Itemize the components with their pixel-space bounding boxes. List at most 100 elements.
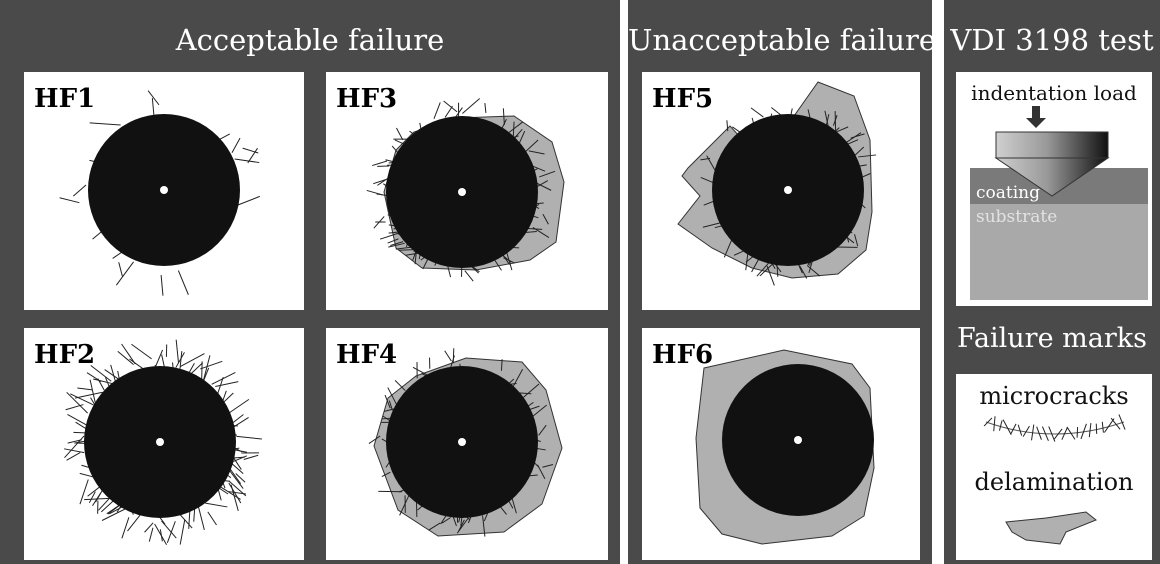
hf2-center-dot: [156, 438, 164, 446]
indenter-tip: [994, 157, 1110, 197]
microcrack-line: [89, 379, 96, 403]
acceptable-failure-title: Acceptable failure: [175, 23, 445, 57]
microcrack-line: [441, 517, 451, 524]
microcrack-line: [231, 137, 241, 153]
microcrack-line: [72, 184, 87, 197]
microcrack-line: [77, 387, 93, 391]
microcrack-line: [854, 234, 859, 247]
microcrack-line: [226, 398, 250, 415]
microcrack-line: [64, 448, 85, 454]
panel-hf5: HF5: [642, 72, 920, 310]
microcrack-line: [160, 275, 164, 296]
coating-label: coating: [976, 183, 1040, 203]
microcrack-line: [394, 380, 406, 392]
microcrack-line: [464, 270, 474, 282]
microcrack-line: [511, 368, 524, 389]
microcrack-line: [706, 155, 716, 171]
microcrack-line: [388, 242, 405, 248]
microcrack-line: [702, 222, 721, 228]
microcrack-line: [542, 214, 549, 225]
hf5-center-dot: [784, 186, 792, 194]
microcrack-line: [449, 355, 455, 370]
microcrack-line: [372, 160, 388, 167]
microcrack-line: [381, 471, 391, 477]
microcrack-line: [508, 121, 524, 133]
microcrack-line: [65, 404, 84, 411]
microcrack-line: [197, 504, 205, 530]
delamination-sample: [1005, 511, 1097, 545]
microcrack-line: [243, 454, 259, 460]
microcrack-line: [523, 383, 540, 398]
hf4-center-dot: [458, 438, 466, 446]
vdi-section: VDI 3198 test indentation load coating s…: [944, 0, 1160, 564]
microcrack-line: [234, 449, 247, 453]
microcrack-line: [159, 529, 163, 542]
microcrack-line: [799, 265, 808, 279]
microcrack-line: [67, 414, 90, 428]
microcrack-line: [88, 491, 96, 504]
microcrack-line: [532, 226, 550, 238]
hf3-center-dot: [458, 188, 466, 196]
microcrack-line: [462, 98, 481, 114]
microcrack-line: [151, 97, 155, 117]
hf6-indent-drawing: [695, 349, 875, 545]
microcrack-line: [79, 472, 95, 478]
microcrack-line: [215, 381, 239, 387]
microcrack-line: [66, 391, 88, 414]
microcrack-legend-line: [993, 416, 996, 432]
microcrack-line: [452, 348, 455, 364]
microcrack-line: [388, 400, 393, 411]
microcrack-line: [74, 391, 103, 399]
substrate-label: substrate: [976, 207, 1057, 227]
panel-hf1: HF1: [24, 72, 304, 310]
microcrack-legend-line: [1080, 423, 1087, 440]
panel-hf2: HF2: [24, 328, 304, 560]
microcrack-line: [93, 378, 115, 385]
microcrack-line: [79, 479, 89, 505]
failure-marks-title: Failure marks: [957, 323, 1147, 354]
test-diagram: indentation load coating substrate: [970, 81, 1148, 300]
microcrack-line: [536, 182, 552, 191]
microcrack-line: [121, 517, 130, 539]
microcrack-line: [456, 518, 469, 534]
unacceptable-failure-title: Unacceptable failure: [628, 23, 937, 57]
microcrack-legend-line: [1010, 423, 1017, 434]
microcrack-line: [66, 452, 81, 461]
microcrack-line: [148, 527, 154, 542]
microcrack-line: [188, 509, 191, 529]
microcrack-line: [161, 520, 177, 539]
microcrack-line: [766, 265, 775, 286]
microcrack-line: [121, 343, 136, 365]
microcrack-line: [147, 90, 160, 106]
hf6-center-dot: [794, 436, 802, 444]
microcrack-line: [500, 359, 503, 371]
microcrack-line: [101, 507, 129, 521]
hf5-indent-drawing: [677, 81, 877, 286]
microcrack-line: [131, 343, 152, 360]
microcrack-line: [387, 238, 399, 244]
microcrack-legend-line: [998, 420, 1003, 431]
microcrack-line: [107, 505, 119, 515]
microcrack-line: [166, 521, 176, 543]
microcrack-line: [177, 270, 189, 295]
microcrack-line: [89, 122, 121, 126]
panel-label-hf4: HF4: [336, 340, 398, 370]
microcrack-line: [64, 435, 85, 459]
microcrack-line: [235, 473, 246, 483]
delamination-legend-shape: [1005, 511, 1097, 545]
microcrack-line: [444, 105, 453, 118]
microcrack-legend-line: [1002, 419, 1012, 436]
microcrack-legend-line: [1110, 417, 1121, 430]
microcrack-line: [832, 114, 838, 126]
microcrack-line: [528, 150, 545, 155]
microcracks-legend-marks: [983, 414, 1126, 442]
microcrack-line: [726, 120, 729, 132]
microcrack-line: [387, 387, 398, 407]
microcrack-line: [203, 355, 211, 380]
microcrack-line: [191, 362, 204, 374]
microcrack-line: [236, 435, 262, 440]
microcrack-line: [115, 261, 135, 286]
microcrack-line: [482, 515, 486, 537]
microcrack-line: [205, 502, 228, 508]
delamination-label: delamination: [974, 468, 1134, 496]
